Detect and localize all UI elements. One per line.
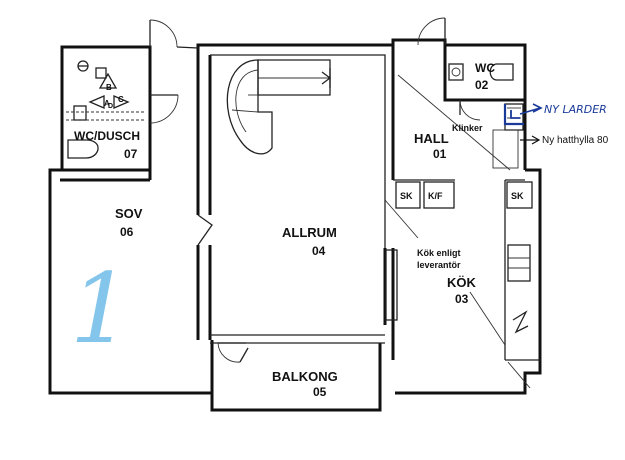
- wc-fixtures: [448, 63, 514, 81]
- room-name-hall: HALL: [414, 131, 449, 146]
- wc-toilet-icon: [489, 63, 514, 81]
- vent-symbol-icon: [512, 310, 529, 334]
- interior-walls: [60, 45, 540, 361]
- larder-arrow-icon: [519, 107, 541, 115]
- handwritten-annotations: NY LARDER Ny hatthylla 80 1: [70, 103, 609, 365]
- doors: [149, 17, 481, 363]
- label-klinker: Klinker: [452, 123, 483, 133]
- label-sk-left: SK: [400, 191, 413, 201]
- room-name-balkong: BALKONG: [272, 369, 338, 384]
- shower-letter-b: B: [106, 83, 112, 92]
- larder-mark-icon: [503, 104, 524, 126]
- room-labels: WC 02 WC/DUSCH 07 HALL 01 SOV 06 ALLRUM …: [74, 61, 495, 399]
- shower-letter-a: A: [104, 99, 110, 108]
- annotation-ny-larder: NY LARDER: [544, 103, 607, 116]
- hall-fixtures: [397, 74, 524, 171]
- wardrobe-sk-left: [395, 181, 421, 209]
- room-name-wc: WC: [475, 61, 495, 75]
- annotation-ny-hatthylla: Ny hatthylla 80: [542, 135, 609, 146]
- room-number-kok: 03: [455, 292, 469, 306]
- room-name-wc-dusch: WC/DUSCH: [74, 129, 140, 143]
- room-name-allrum: ALLRUM: [282, 225, 337, 240]
- room-number-hall: 01: [433, 147, 447, 161]
- spiral-stair: [226, 59, 332, 155]
- label-sk-right: SK: [511, 191, 524, 201]
- room-number-wc-dusch: 07: [124, 147, 138, 161]
- fixture-labels: SK K/F SK Klinker Kök enligt leverantör: [400, 123, 524, 270]
- room-name-kok: KÖK: [447, 275, 477, 290]
- wc-dusch-fixtures: B A D C: [66, 60, 146, 159]
- wardrobe-sk-right: [506, 181, 533, 209]
- fridge-freezer: [423, 181, 455, 209]
- tap-icon: [95, 67, 107, 79]
- shower-letter-d: D: [108, 103, 113, 110]
- hat-shelf-box: [492, 129, 519, 169]
- room-marker-highlight: 1: [70, 253, 131, 365]
- shower-arrow-icon: [98, 72, 118, 89]
- room-number-allrum: 04: [312, 244, 326, 258]
- label-kok-note-1: Kök enligt: [417, 248, 461, 258]
- shower-letter-c: C: [118, 95, 124, 104]
- room-number-wc: 02: [475, 78, 489, 92]
- kitchen-fixtures: [384, 181, 533, 389]
- stove-icon: [507, 244, 531, 282]
- sink-icon: [73, 105, 87, 121]
- room-number-sov: 06: [120, 225, 134, 239]
- label-kf: K/F: [428, 191, 443, 201]
- label-kok-note-2: leverantör: [417, 260, 461, 270]
- kitchen-island: [385, 249, 398, 321]
- toilet-icon: [67, 139, 99, 159]
- room-name-sov: SOV: [115, 206, 143, 221]
- room-number-balkong: 05: [313, 385, 327, 399]
- wc-sink-icon: [448, 63, 464, 81]
